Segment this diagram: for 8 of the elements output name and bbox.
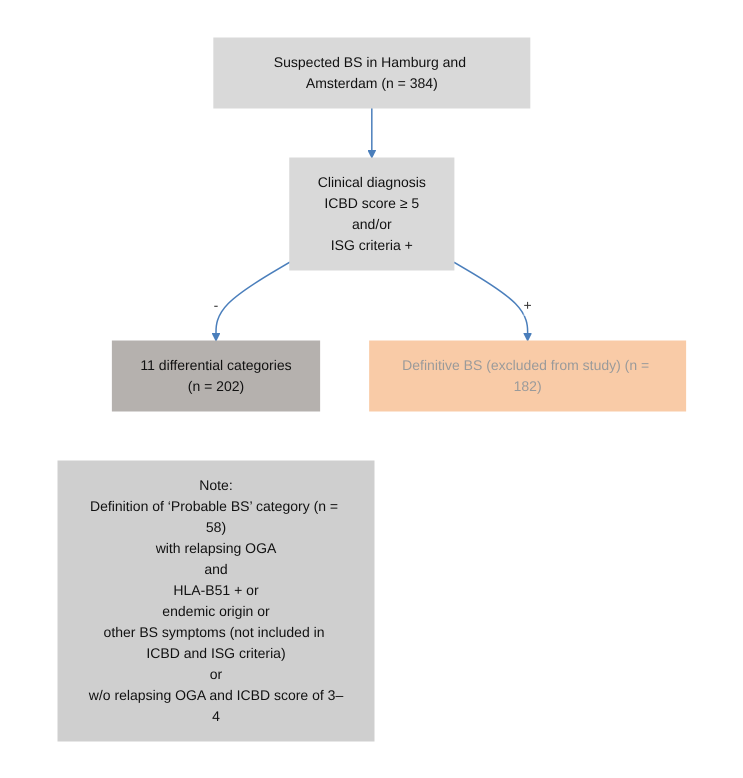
edge-label: +: [523, 296, 532, 312]
node-box: Clinical diagnosis ICBD score ≥ 5 and/or ISG criteria +: [288, 157, 454, 270]
node-box: Note: Definition of ‘Probable BS’ category (n = 58) with relapsing OGA and HLA-B51 + or endemic origin or other BS symptoms (not included in ICBD and ISG criteria) or w/o relapsing OGA and ICBD score of 3–4: [57, 460, 374, 741]
edge-label: -: [213, 296, 218, 312]
node-box: Definitive BS (excluded from study) (n = 182): [368, 340, 686, 411]
arrow: [367, 108, 376, 158]
node-box: 11 differential categories (n = 202): [112, 340, 320, 411]
node-box: Suspected BS in Hamburg and Amsterdam (n = 384): [213, 37, 530, 108]
